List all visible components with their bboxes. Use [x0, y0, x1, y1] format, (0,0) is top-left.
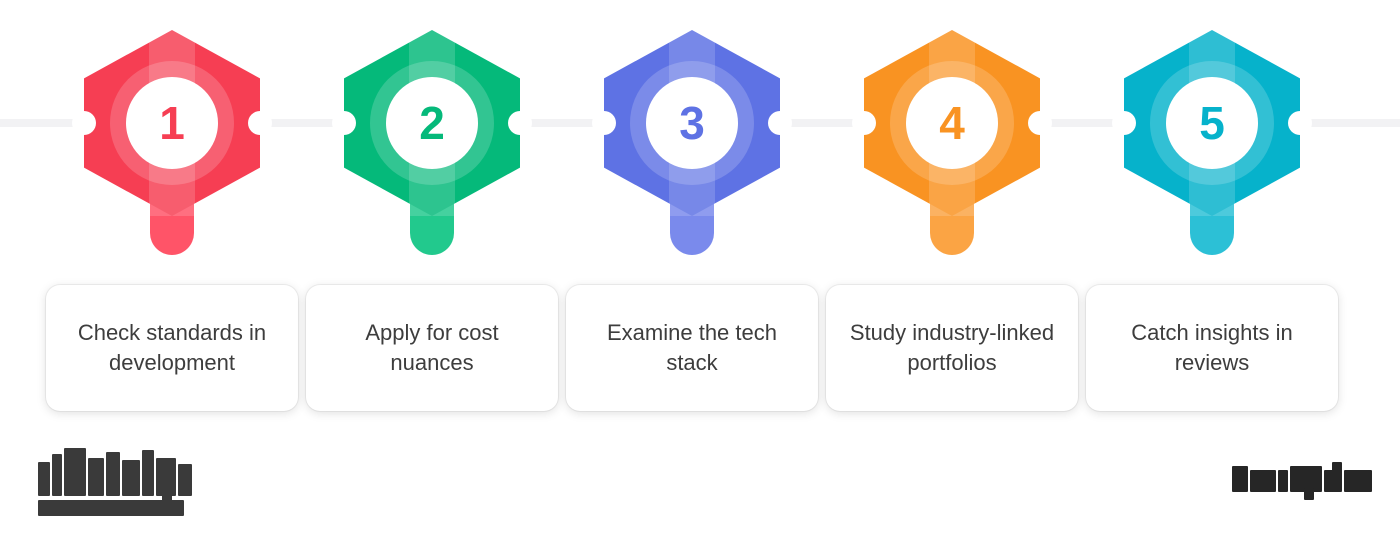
connector-dot-left-4	[852, 111, 876, 135]
step-marker-2[interactable]: 2	[302, 30, 562, 270]
step-number-badge-4: 4	[906, 77, 998, 169]
step-number-label: 3	[679, 97, 705, 149]
connector-dot-right-5	[1288, 111, 1312, 135]
step-caption-text: Catch insights in reviews	[1131, 320, 1293, 375]
step-caption-text: Apply for cost nuances	[365, 320, 499, 375]
step-number-badge-2: 2	[386, 77, 478, 169]
connector-dot-right-4	[1028, 111, 1052, 135]
brand-logo-left	[38, 448, 208, 516]
step-number-label: 5	[1199, 97, 1225, 149]
step-marker-5[interactable]: 5	[1082, 30, 1342, 270]
step-number-badge-1: 1	[126, 77, 218, 169]
step-number-label: 2	[419, 97, 445, 149]
step-number-badge-3: 3	[646, 77, 738, 169]
step-marker-3[interactable]: 3	[562, 30, 822, 270]
connector-dot-left-2	[332, 111, 356, 135]
brand-logo-right	[1232, 458, 1380, 500]
step-caption-text: Study industry-linked portfolios	[849, 320, 1055, 375]
step-marker-1[interactable]: 1	[42, 30, 302, 270]
step-number-badge-5: 5	[1166, 77, 1258, 169]
step-number-label: 1	[159, 97, 185, 149]
step-caption-card-2[interactable]: Apply for cost nuances	[306, 285, 558, 411]
step-caption-card-3[interactable]: Examine the tech stack	[566, 285, 818, 411]
connector-dot-right-3	[768, 111, 792, 135]
connector-dot-left-1	[72, 111, 96, 135]
connector-dot-left-3	[592, 111, 616, 135]
step-caption-text: Check standards in development	[77, 320, 267, 375]
connector-dot-right-2	[508, 111, 532, 135]
step-caption-card-4[interactable]: Study industry-linked portfolios	[826, 285, 1078, 411]
connector-dot-left-5	[1112, 111, 1136, 135]
step-number-label: 4	[939, 97, 965, 149]
step-caption-card-1[interactable]: Check standards in development	[46, 285, 298, 411]
step-caption-text: Examine the tech stack	[607, 320, 777, 375]
step-caption-card-5[interactable]: Catch insights in reviews	[1086, 285, 1338, 411]
step-marker-4[interactable]: 4	[822, 30, 1082, 270]
connector-dot-right-1	[248, 111, 272, 135]
